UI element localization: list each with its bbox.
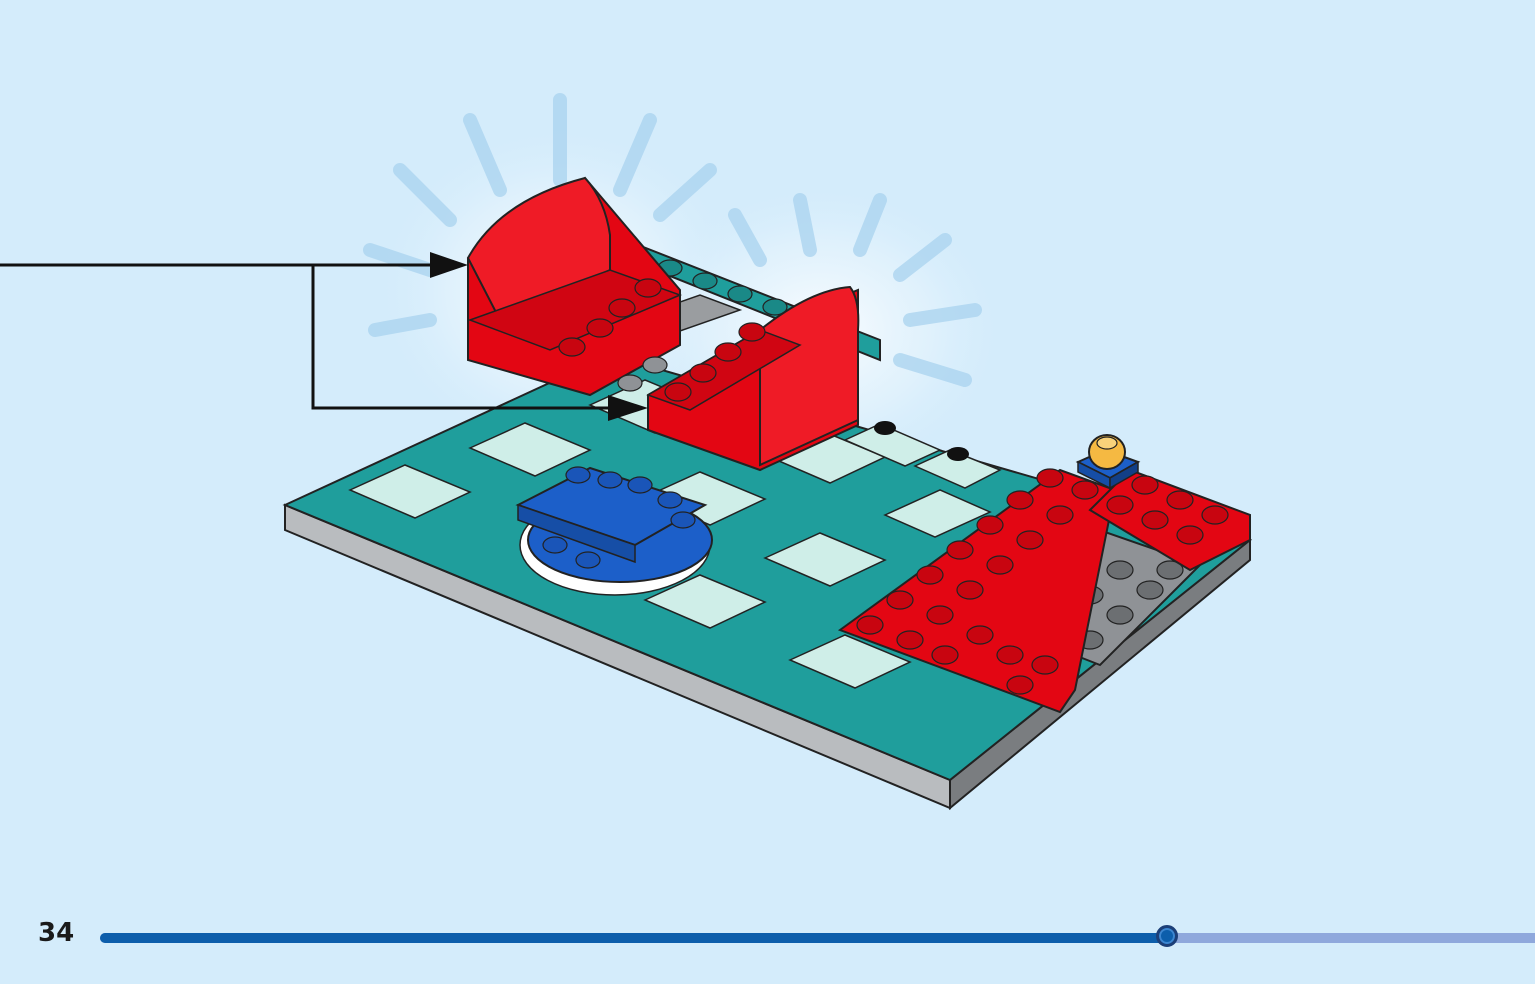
blue-round-table [515,466,713,596]
arrow-head-icon [430,252,648,421]
build-step-illustration [0,93,1253,811]
red-chair-left [466,176,683,397]
progress-bar [100,925,1535,947]
highlight-burst [363,93,1010,480]
gold-crown-piece [1075,434,1141,490]
callout-arrow [0,263,615,410]
red-plates [837,468,1251,714]
progress-indicator-icon [1156,925,1178,947]
progress-bar-fill [100,933,1167,943]
page-number: 34 [38,918,75,948]
red-chair-right [617,285,860,472]
